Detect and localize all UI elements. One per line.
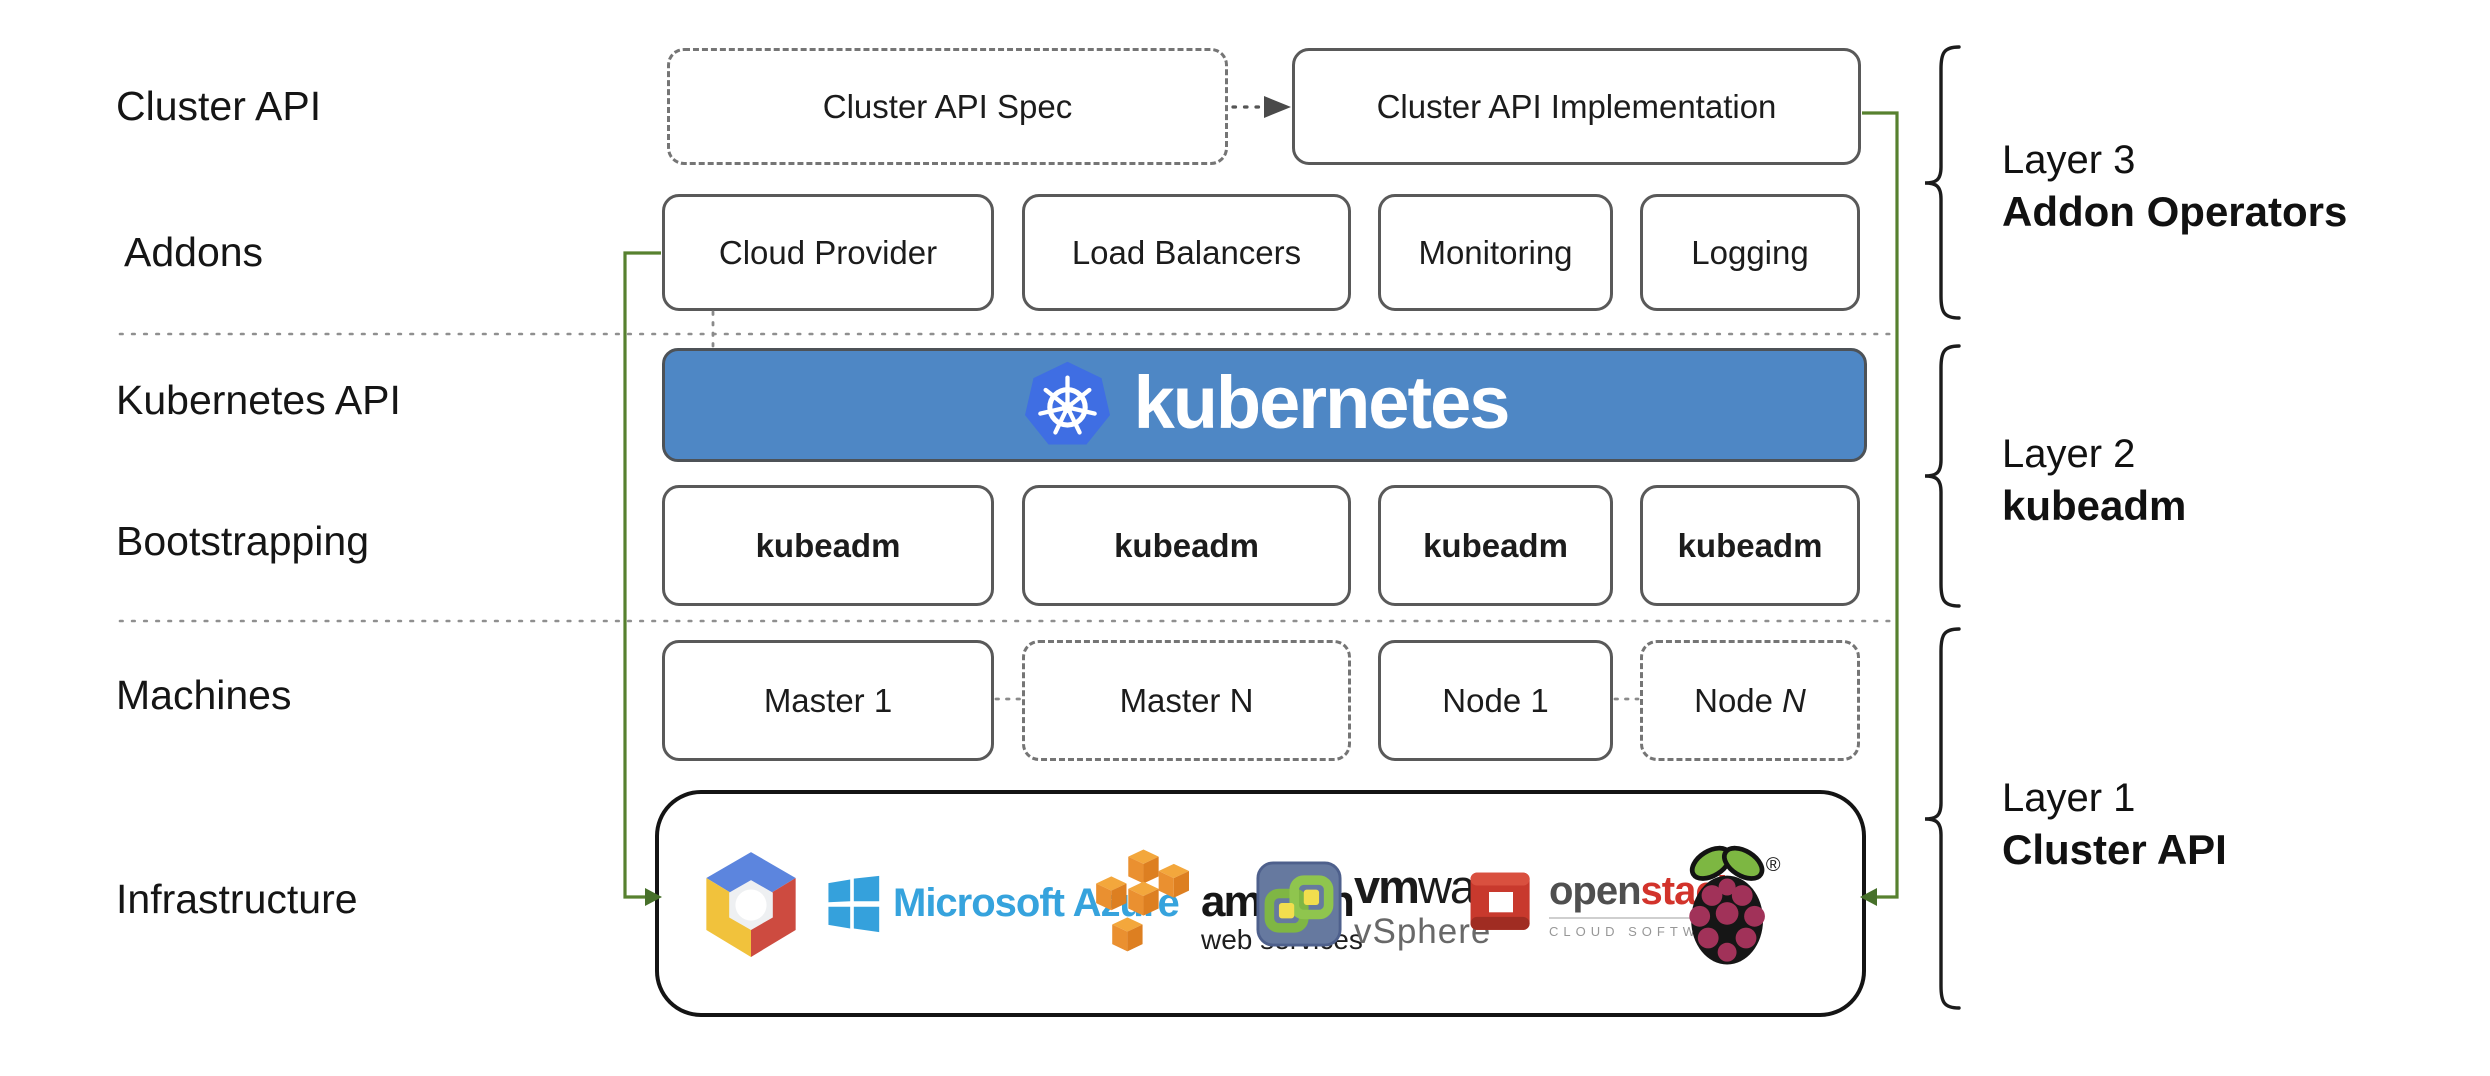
layer-1-annotation: Layer 1 Cluster API xyxy=(2002,772,2227,876)
registered-mark: ® xyxy=(1766,853,1781,875)
infrastructure-box: Microsoft Azure xyxy=(655,790,1866,1017)
azure-window-icon xyxy=(828,875,880,932)
row-label-addons: Addons xyxy=(124,229,264,275)
kubernetes-banner: kubernetes xyxy=(662,348,1867,462)
row-label-kubernetes-api: Kubernetes API xyxy=(116,377,401,423)
cluster-api-implementation-box: Cluster API Implementation xyxy=(1292,48,1861,165)
brace-layer-1 xyxy=(1924,627,1961,1010)
raspberry-pi-logo: ® xyxy=(1677,794,1781,1013)
load-balancers-label: Load Balancers xyxy=(1071,233,1302,271)
master-1-label: Master 1 xyxy=(763,681,893,719)
kubeadm-box-4: kubeadm xyxy=(1640,485,1860,606)
vmware-subtext: vSphere xyxy=(1354,911,1492,951)
machines-box-master-n: Master N xyxy=(1022,640,1351,761)
brace-layer-3 xyxy=(1924,45,1961,320)
layer-3-subtitle: Addon Operators xyxy=(2002,188,2348,235)
aws-cubes-icon xyxy=(1096,849,1189,951)
node-n-italic: N xyxy=(1782,681,1806,719)
row-label-cluster-api: Cluster API xyxy=(116,83,322,129)
machines-box-master-1: Master 1 xyxy=(662,640,994,761)
kubeadm-box-1: kubeadm xyxy=(662,485,994,606)
row-label-machines: Machines xyxy=(116,672,292,718)
addons-box-logging: Logging xyxy=(1640,194,1860,311)
cluster-api-spec-label: Cluster API Spec xyxy=(822,87,1073,125)
layer-1-title: Layer 1 xyxy=(2002,776,2136,820)
vmware-wordmark: vmware xyxy=(1354,859,1514,913)
layer-2-subtitle: kubeadm xyxy=(2002,482,2187,529)
green-connector-left xyxy=(623,251,661,899)
node-1-label: Node 1 xyxy=(1442,681,1549,719)
kubeadm-label: kubeadm xyxy=(1677,526,1823,564)
layer-2-title: Layer 2 xyxy=(2002,432,2136,476)
cluster-api-spec-box: Cluster API Spec xyxy=(667,48,1228,165)
kubernetes-logo-icon xyxy=(1024,361,1110,445)
google-cloud-icon xyxy=(706,851,796,957)
kubeadm-label: kubeadm xyxy=(1114,526,1259,564)
openstack-icon xyxy=(1470,872,1530,930)
master-n-label: Master N xyxy=(1119,681,1254,719)
layer-2-annotation: Layer 2 kubeadm xyxy=(2002,428,2186,532)
addons-box-cloud-provider: Cloud Provider xyxy=(662,194,994,311)
layer-3-title: Layer 3 xyxy=(2002,138,2136,182)
brace-layer-2 xyxy=(1924,344,1961,608)
green-connector-right xyxy=(1862,111,1899,899)
vmware-vm: vm xyxy=(1354,859,1420,913)
logging-label: Logging xyxy=(1691,233,1809,271)
monitoring-label: Monitoring xyxy=(1418,233,1573,271)
raspberry-pi-icon: ® xyxy=(1689,845,1781,965)
spec-arrowhead-icon xyxy=(1264,96,1291,118)
row-label-infrastructure: Infrastructure xyxy=(116,876,358,922)
layer-1-subtitle: Cluster API xyxy=(2002,826,2227,873)
kubernetes-wordmark: kubernetes xyxy=(1133,360,1511,444)
kubeadm-box-3: kubeadm xyxy=(1378,485,1613,606)
kubeadm-box-2: kubeadm xyxy=(1022,485,1351,606)
openstack-subtext: CLOUD SOFTWARE xyxy=(1549,917,1751,938)
machines-box-node-1: Node 1 xyxy=(1378,640,1613,761)
addons-box-monitoring: Monitoring xyxy=(1378,194,1613,311)
openstack-open: open xyxy=(1549,869,1642,913)
vmware-vsphere-logo: vmware vSphere xyxy=(1256,794,1514,1013)
kubeadm-label: kubeadm xyxy=(755,526,901,564)
machines-box-node-n: Node N xyxy=(1640,640,1860,761)
google-cloud-logo xyxy=(699,794,803,1013)
vmware-icon xyxy=(1256,860,1342,947)
node-n-label: Node xyxy=(1694,681,1774,719)
layer-3-annotation: Layer 3 Addon Operators xyxy=(2002,134,2347,238)
kubeadm-label: kubeadm xyxy=(1423,526,1568,564)
addons-box-load-balancers: Load Balancers xyxy=(1022,194,1351,311)
cluster-api-implementation-label: Cluster API Implementation xyxy=(1376,87,1777,125)
cloud-provider-label: Cloud Provider xyxy=(718,233,938,271)
row-label-bootstrapping: Bootstrapping xyxy=(116,518,370,564)
